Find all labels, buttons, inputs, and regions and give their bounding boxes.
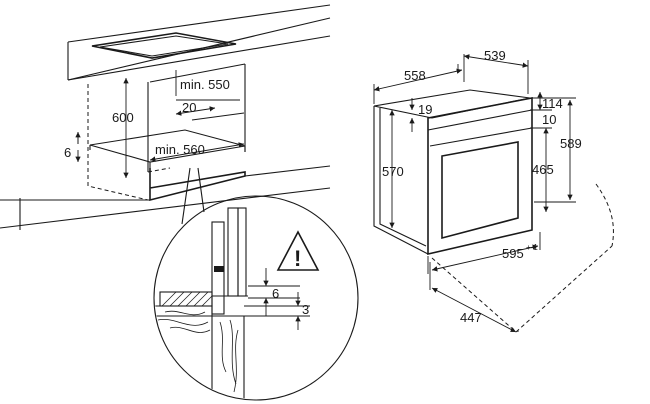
- oven-front: [427, 97, 533, 256]
- dim-114-label: 114: [542, 96, 563, 111]
- door-top-line: [429, 127, 533, 147]
- dim-19-label: 19: [418, 102, 432, 117]
- dim-539-label: 539: [484, 48, 506, 63]
- cabinet-top-rail: [149, 63, 246, 83]
- detail-6-label: 6: [272, 286, 279, 301]
- dim-560-line: [149, 142, 245, 162]
- dim-560-label: min. 560: [155, 142, 205, 157]
- cabinet-opening-left: [87, 84, 149, 201]
- oven-side-inner: [379, 108, 427, 247]
- plinth: [149, 168, 246, 202]
- dim-595-line: [431, 244, 539, 272]
- panel-b: [227, 207, 239, 297]
- warning-mark: !: [294, 246, 301, 271]
- dim-589-ext: [534, 97, 576, 203]
- dim-20-line: [175, 106, 216, 116]
- panel-c: [237, 207, 247, 297]
- door-swing-arc: [595, 183, 614, 247]
- dim-465-label: 465: [532, 162, 554, 177]
- detail-circle-outline: [153, 195, 359, 401]
- dim-595-label: 595: [502, 246, 524, 261]
- dim-570-label: 570: [382, 164, 404, 179]
- dim-6-label: 6: [64, 145, 71, 160]
- wood-grain-right: [219, 319, 239, 393]
- wood-grain-left: [157, 310, 211, 333]
- dim-447-label: 447: [460, 310, 482, 325]
- dim-539-line: [463, 54, 529, 68]
- cabinet-drawing: 600 min. 550 20 min. 560 6: [0, 4, 331, 230]
- floor-lines: [0, 165, 331, 229]
- cabinet-opening-dash: [147, 167, 171, 173]
- floor-post: [211, 315, 245, 399]
- dim-550-label: min. 550: [180, 77, 230, 92]
- detail-6-ext: [248, 285, 300, 299]
- dim-550-line: [175, 70, 240, 101]
- detail-3-label: 3: [302, 302, 309, 317]
- dim-558-label: 558: [404, 68, 426, 83]
- dim-589-label: 589: [560, 136, 582, 151]
- dim-600-label: 600: [112, 110, 134, 125]
- door-swing-dash: [431, 245, 613, 333]
- floor-board: [155, 305, 213, 317]
- dim-447-ext: [429, 262, 519, 332]
- oven-side: [373, 106, 429, 255]
- oven-drawing: 558 539 19 114 10 589 465 570 595 +-1 44…: [373, 48, 614, 333]
- countertop-front-edge: [67, 35, 331, 81]
- dim-558-line: [373, 68, 463, 92]
- dim-10-label: 10: [542, 112, 556, 127]
- dim-447-line: [431, 287, 517, 333]
- detail-leader: [181, 167, 205, 225]
- dim-20-rail: [191, 112, 245, 121]
- dim-20-label: 20: [182, 100, 196, 115]
- detail-3-ext: [244, 305, 310, 317]
- oven-window: [441, 141, 519, 240]
- hob-surface: [99, 35, 229, 57]
- control-panel-line: [427, 109, 533, 131]
- warning-triangle-icon: [276, 230, 320, 271]
- dim-595-tolerance: +-1: [526, 243, 538, 252]
- dim-595-ext: [427, 232, 541, 274]
- handle-bracket: [214, 266, 224, 272]
- detail-circle: 6 3 !: [153, 195, 359, 401]
- shelf-thickness: [89, 145, 246, 168]
- hob: [91, 32, 237, 59]
- plinth-hatch: [161, 291, 213, 307]
